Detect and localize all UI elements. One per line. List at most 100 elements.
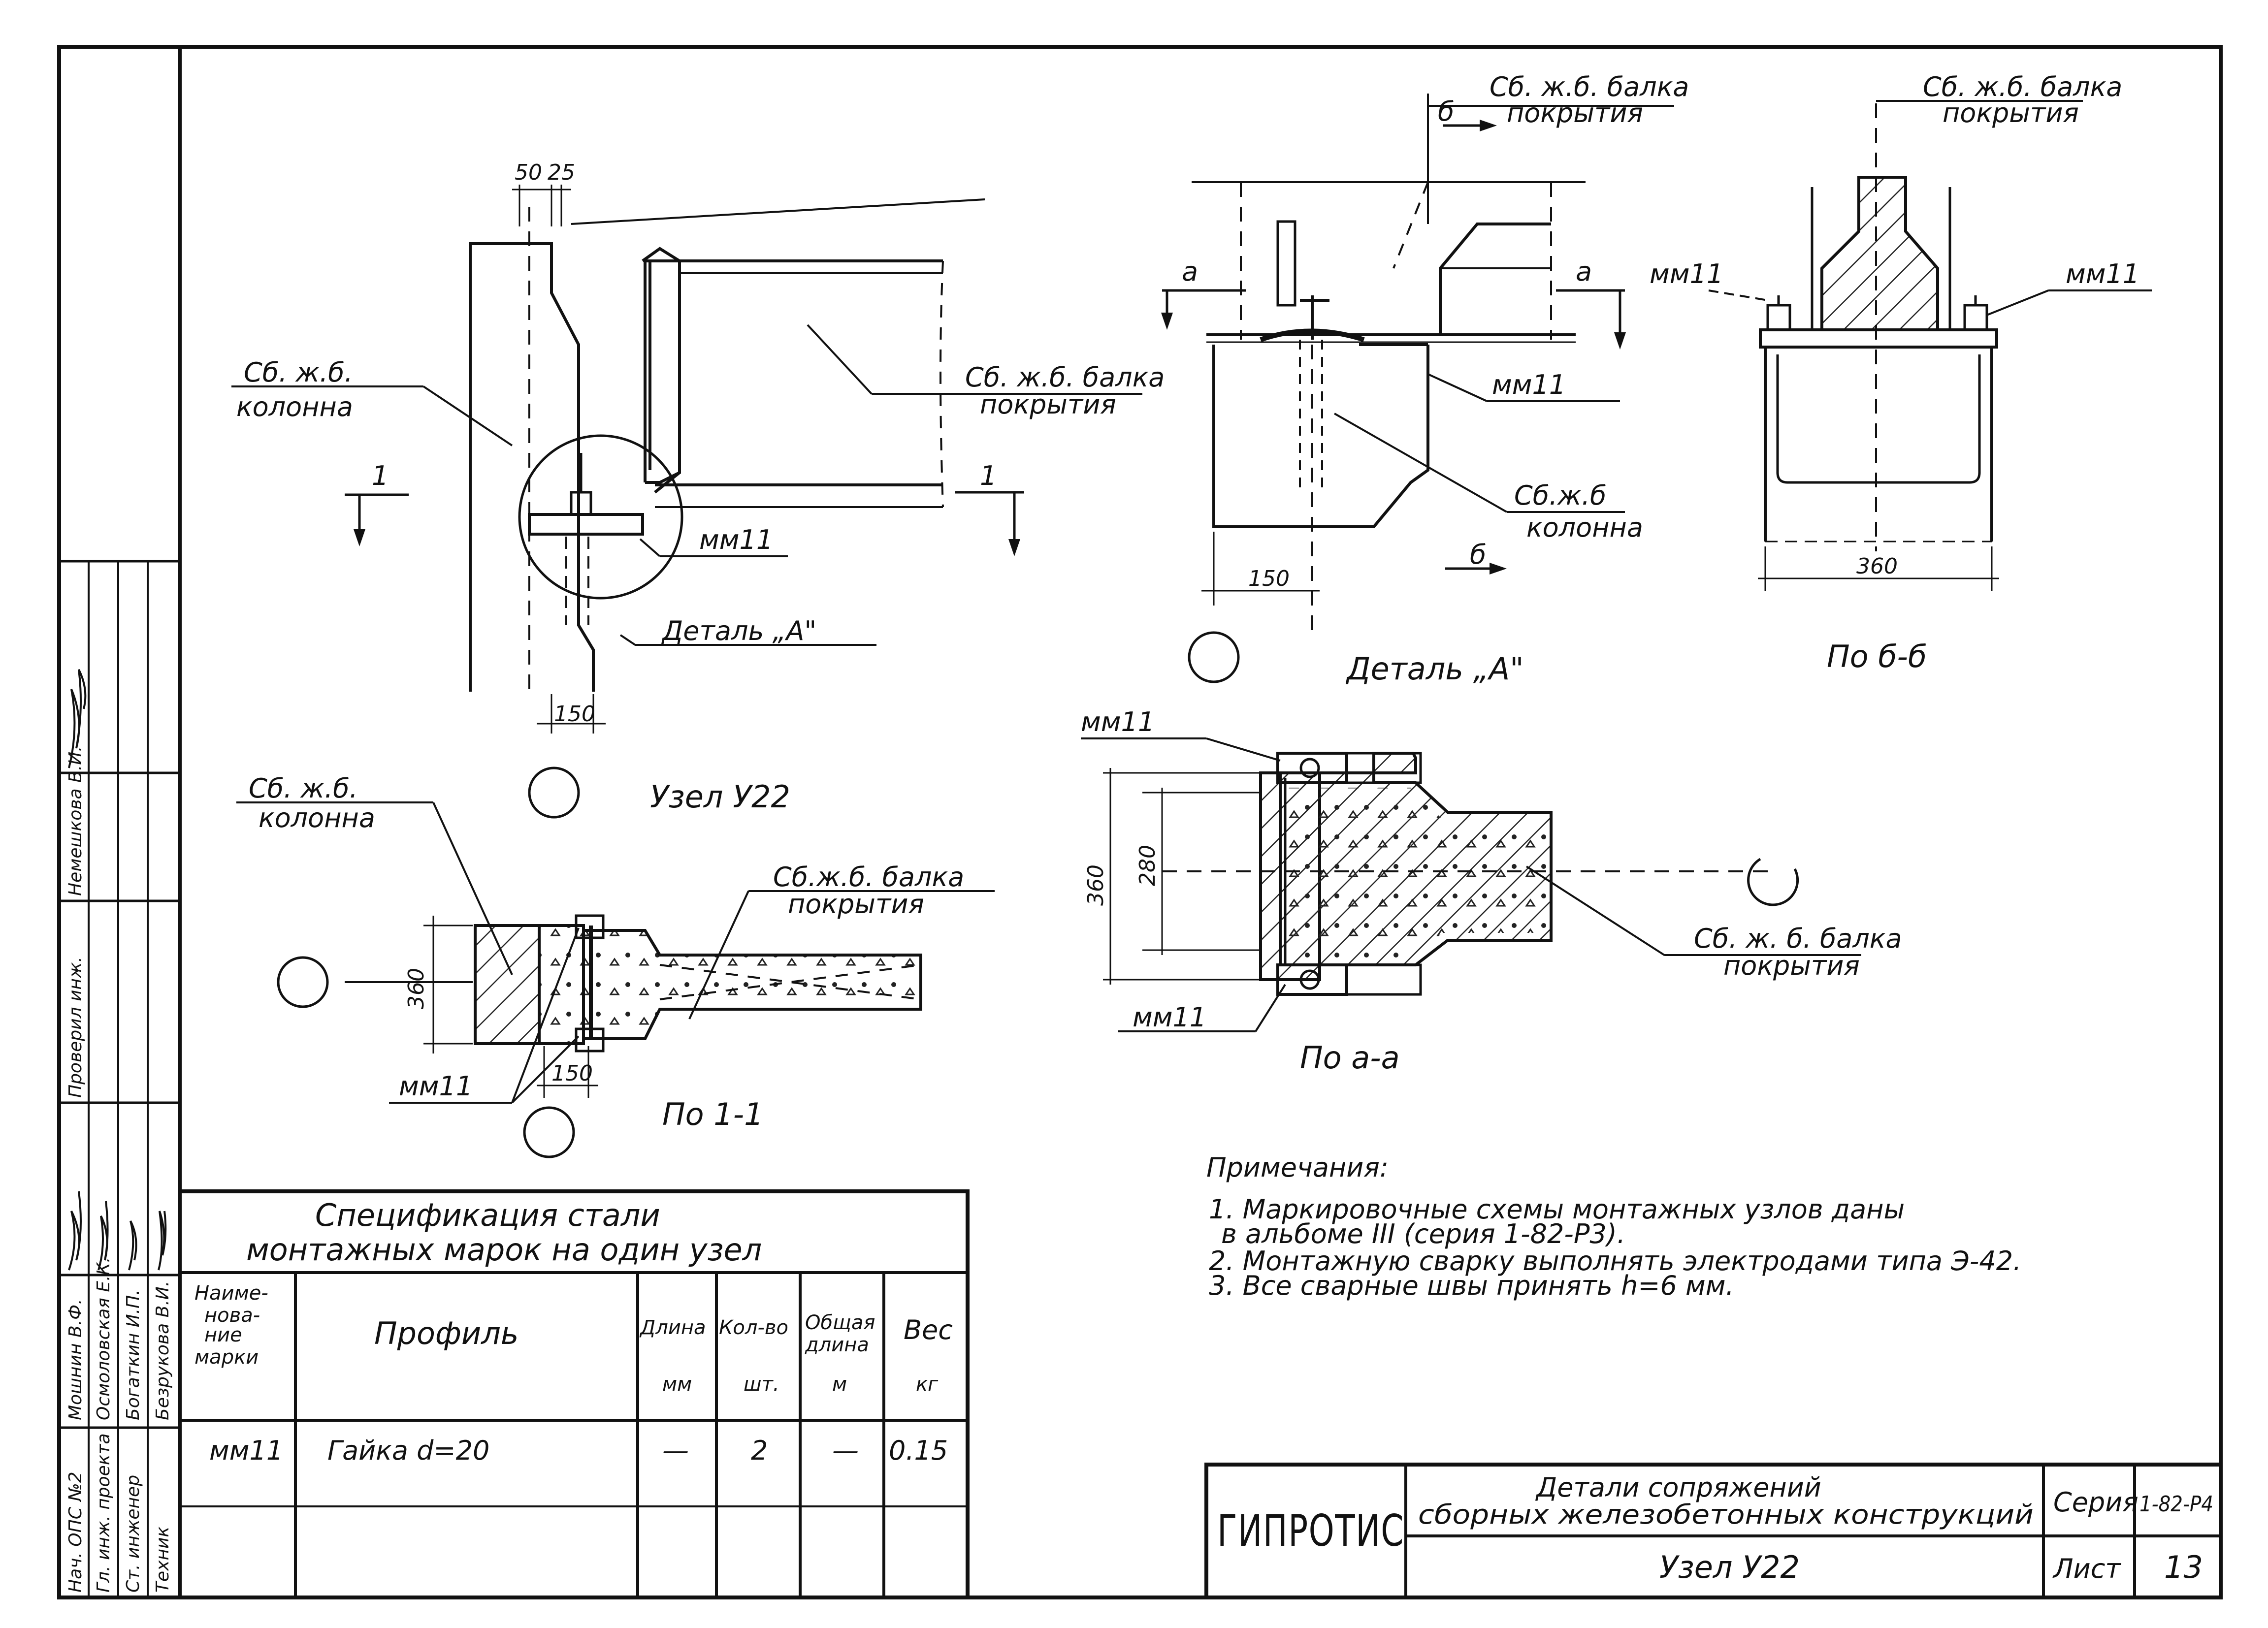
section-b-labels: Сб. ж.б. балка покрытия мм11 мм11 360 По… xyxy=(1650,71,2139,674)
detail-a-labels: Сб. ж.б. балка покрытия б б а а мм11 Сб.… xyxy=(1182,71,1689,687)
spec-header-qty-unit: шт. xyxy=(744,1373,779,1396)
section-a-view xyxy=(1081,737,1861,1032)
section-a-mark-bottom: мм11 xyxy=(1133,1002,1206,1033)
checked-role: Проверил инж. xyxy=(65,957,86,1098)
title-block-text: ГИПРОТИС Детали сопряжений сборных желез… xyxy=(1217,1472,2213,1585)
section-1-column-label-1: Сб. ж.б. xyxy=(249,773,358,804)
node-main-labels: 50 25 150 Сб. ж.б. колонна Сб. ж.б. балк… xyxy=(236,160,1165,815)
spec-row-total: — xyxy=(832,1435,859,1466)
section-b-mark-right: мм11 xyxy=(2066,258,2139,289)
spec-row-length: — xyxy=(662,1435,689,1466)
signature-roles: Нач. ОПС №2 Гл. инж. проекта Ст. инженер… xyxy=(65,746,173,1593)
section-mark-1-left: 1 xyxy=(372,460,389,491)
note-3: 3. Все сварные швы принять h=6 мм. xyxy=(1209,1270,1734,1301)
detail-mark-b-top: б xyxy=(1438,96,1454,127)
title-line-2: сборных железобетонных конструкций xyxy=(1418,1499,2034,1530)
node-column-label-2: колонна xyxy=(236,391,353,422)
detail-beam-label-2: покрытия xyxy=(1507,97,1643,128)
node-mark-label: мм11 xyxy=(699,524,773,555)
detail-column-label-1: Сб.ж.б xyxy=(1514,480,1606,511)
checked-name: Немешкова В.И. xyxy=(65,746,86,896)
node-column-label-1: Сб. ж.б. xyxy=(244,357,353,388)
notes: Примечания: 1. Маркировочные схемы монта… xyxy=(1206,1152,2021,1301)
spec-row-profile: Гайка d=20 xyxy=(327,1435,489,1466)
detail-a-arrows xyxy=(1161,120,1626,575)
spec-header-name-4: марки xyxy=(194,1346,259,1369)
role-1: Нач. ОПС №2 xyxy=(65,1471,86,1593)
section-a-dim-inner: 280 xyxy=(1135,845,1160,886)
spec-header-profile: Профиль xyxy=(374,1315,518,1351)
spec-header-total-unit: м xyxy=(832,1373,847,1396)
note-2: 2. Монтажную сварку выполнять электродам… xyxy=(1209,1245,2021,1277)
detail-a-caption: Деталь „А" xyxy=(1345,651,1524,687)
detail-mark-label: мм11 xyxy=(1492,369,1566,400)
spec-header-weight: Вес xyxy=(904,1314,953,1345)
section-a-labels: мм11 мм11 360 280 Сб. ж. б. балка покрыт… xyxy=(1081,706,1902,1076)
section-1-dim-width: 150 xyxy=(551,1061,593,1086)
detail-dim-150: 150 xyxy=(1248,566,1290,591)
section-b-caption: По б-б xyxy=(1827,638,1927,674)
spec-table-text: Спецификация стали монтажных марок на од… xyxy=(194,1197,953,1466)
spec-header-total-1: Общая xyxy=(805,1311,875,1334)
section-1-beam-label-1: Сб.ж.б. балка xyxy=(773,862,964,893)
note-1-cont: в альбоме III (серия 1-82-Р3). xyxy=(1221,1218,1625,1249)
spec-header-weight-unit: кг xyxy=(916,1373,939,1396)
name-1: Мошнин В.Ф. xyxy=(65,1299,86,1420)
section-a-dim-outer: 360 xyxy=(1083,864,1108,906)
spec-header-length-unit: мм xyxy=(662,1373,692,1396)
title-line-1: Детали сопряжений xyxy=(1535,1472,1821,1503)
spec-header-total-2: длина xyxy=(805,1334,869,1356)
node-main-arrows xyxy=(354,529,1020,556)
section-a-mark-top: мм11 xyxy=(1081,706,1155,737)
spec-row-weight: 0.15 xyxy=(889,1435,948,1466)
detail-mark-a-right: а xyxy=(1576,256,1592,287)
spec-title-1: Спецификация стали xyxy=(315,1197,660,1233)
name-4: Безрукова В.И. xyxy=(153,1281,173,1420)
section-1-beam-label-2: покрытия xyxy=(788,889,924,920)
section-1-caption: По 1-1 xyxy=(662,1096,764,1132)
title-block xyxy=(1204,1463,2223,1599)
sheet-label: Лист xyxy=(2052,1553,2121,1584)
spec-header-name-3: ние xyxy=(204,1324,242,1346)
spec-header-name-2: нова- xyxy=(204,1304,260,1327)
section-1-view xyxy=(236,801,995,1158)
detail-column-label-2: колонна xyxy=(1526,512,1643,543)
spec-header-qty: Кол-во xyxy=(719,1316,788,1339)
title-node: Узел У22 xyxy=(1659,1549,1800,1585)
name-3: Богаткин И.П. xyxy=(123,1289,143,1420)
section-b-dim: 360 xyxy=(1856,554,1898,579)
detail-a-view xyxy=(1162,94,1674,683)
node-dim-25: 25 xyxy=(548,160,575,185)
section-a-beam-label-2: покрытия xyxy=(1723,950,1860,981)
section-mark-1-right: 1 xyxy=(980,460,997,491)
node-beam-label-2: покрытия xyxy=(980,389,1116,420)
section-1-labels: Сб. ж.б. колонна Сб.ж.б. балка покрытия … xyxy=(249,773,964,1132)
org-name: ГИПРОТИС xyxy=(1217,1505,1404,1556)
spec-row-mark: мм11 xyxy=(209,1435,283,1466)
role-4: Техник xyxy=(153,1527,173,1593)
node-beam-label-1: Сб. ж.б. балка xyxy=(965,362,1165,393)
section-b-beam-label-2: покрытия xyxy=(1943,97,2079,128)
spec-header-length: Длина xyxy=(639,1316,706,1339)
spec-row-qty: 2 xyxy=(751,1435,768,1466)
section-1-column-label-2: колонна xyxy=(259,802,375,833)
section-a-beam-label-1: Сб. ж. б. балка xyxy=(1694,923,1902,954)
signature-strip xyxy=(59,560,180,1597)
section-1-dim-height: 360 xyxy=(404,968,429,1009)
section-b-view xyxy=(1708,100,2152,591)
spec-title-2: монтажных марок на один узел xyxy=(246,1232,762,1268)
section-a-caption: По а-а xyxy=(1300,1040,1400,1076)
role-3: Ст. инженер xyxy=(123,1475,143,1593)
series-label: Серия xyxy=(2053,1487,2138,1518)
spec-table xyxy=(178,1189,970,1599)
section-b-beam-label-1: Сб. ж.б. балка xyxy=(1923,71,2122,102)
notes-title: Примечания: xyxy=(1206,1152,1389,1183)
detail-beam-label-1: Сб. ж.б. балка xyxy=(1490,71,1689,102)
section-1-mark-label: мм11 xyxy=(399,1071,473,1102)
node-main-view xyxy=(231,185,1142,819)
detail-mark-b-bottom: б xyxy=(1470,539,1486,570)
section-b-mark-left: мм11 xyxy=(1650,258,1723,289)
node-detail-label: Деталь „А" xyxy=(661,615,816,646)
series-value: 1-82-Р4 xyxy=(2139,1492,2213,1517)
